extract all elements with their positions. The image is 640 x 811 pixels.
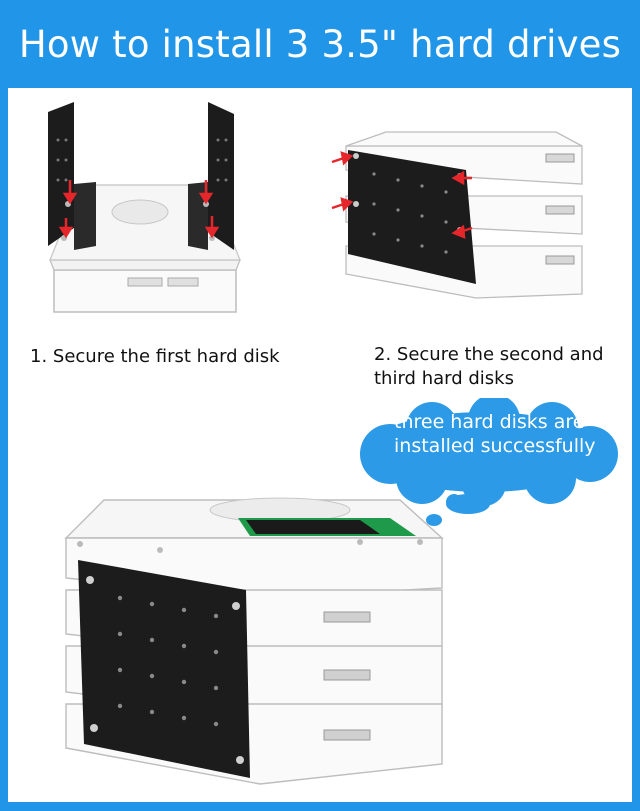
step1-illustration	[48, 102, 241, 313]
callout-bubble-small	[426, 494, 490, 526]
step2-illustration	[331, 131, 583, 299]
step1-caption: 1. Secure the first hard disk	[30, 346, 280, 367]
callout-text: three hard disks are installed successfu…	[394, 410, 604, 458]
callout-cloud	[360, 398, 618, 506]
final-assembly-illustration	[64, 497, 444, 785]
callout-line2: installed successfully	[394, 435, 596, 457]
callout-line1: three hard disks are	[394, 411, 585, 433]
page-title: How to install 3 3.5" hard drives	[18, 22, 622, 66]
step2-caption-line1: 2. Secure the second and	[374, 344, 604, 365]
step2-caption-line2: third hard disks	[374, 368, 514, 389]
